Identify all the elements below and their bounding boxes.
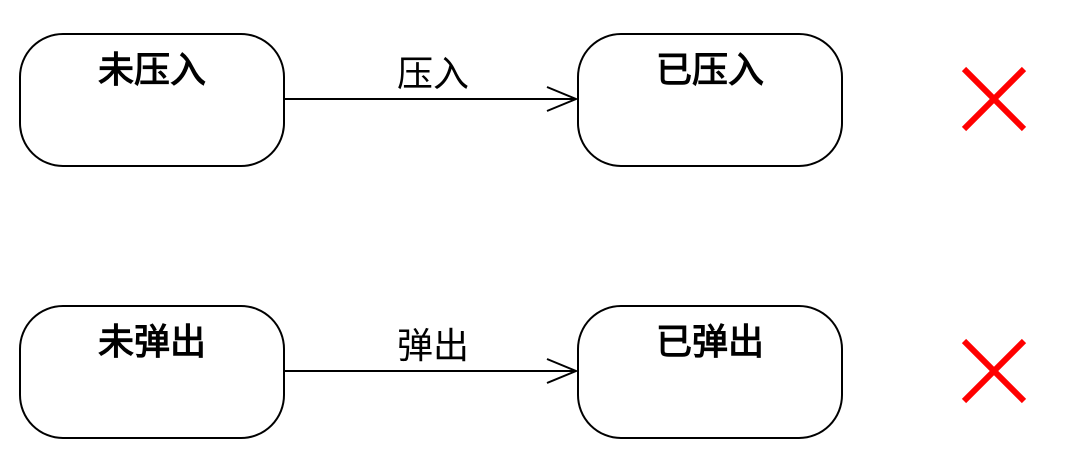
transition-arrow <box>285 86 579 112</box>
state-pushed: 已压入 <box>577 33 843 167</box>
transition-label-pop: 弹出 <box>396 326 469 367</box>
transition-label-push: 压入 <box>396 54 469 95</box>
transition-row-pop: 未弹出 弹出 已弹出 <box>0 305 1080 445</box>
cross-icon <box>961 66 1027 132</box>
state-not-pushed: 未压入 <box>19 33 285 167</box>
state-not-popped: 未弹出 <box>19 305 285 439</box>
transition-row-push: 未压入 压入 已压入 <box>0 33 1080 173</box>
state-label: 已弹出 <box>655 322 764 363</box>
transition-arrow <box>285 358 579 384</box>
state-label: 未弹出 <box>97 322 206 363</box>
state-label: 已压入 <box>655 50 764 91</box>
state-label: 未压入 <box>97 50 206 91</box>
state-popped: 已弹出 <box>577 305 843 439</box>
cross-icon <box>961 338 1027 404</box>
